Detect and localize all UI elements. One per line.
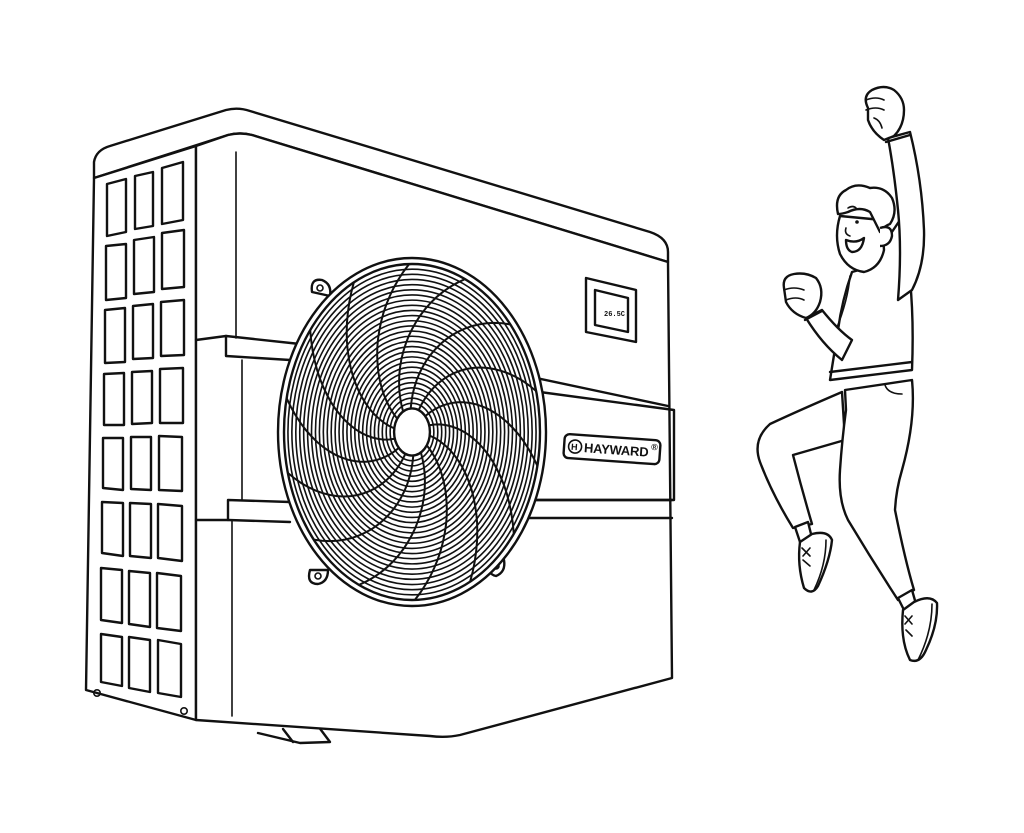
- lower-arm: [804, 308, 854, 362]
- lower-fist: [782, 272, 823, 320]
- hair: [835, 184, 896, 234]
- control-display: 26.5C: [584, 276, 638, 344]
- raised-fist: [864, 85, 906, 142]
- left-shoe: [793, 520, 834, 593]
- side-grille: [93, 160, 189, 715]
- eye: [855, 220, 859, 224]
- screw-icon: [180, 706, 189, 715]
- unit-middle-band: [194, 334, 676, 524]
- head: [835, 184, 896, 274]
- left-leg: [756, 390, 847, 530]
- raised-arm: [886, 130, 926, 302]
- display-reading: 26.5C: [604, 311, 625, 319]
- brand-name: HAYWARD: [584, 440, 649, 459]
- fan-hub: [392, 407, 432, 457]
- heat-pump-unit: 26.5C H HAYWARD ®: [84, 107, 676, 745]
- fan-guard: [276, 256, 548, 608]
- screw-icon: [93, 688, 102, 697]
- brand-badge: H HAYWARD ®: [562, 432, 662, 466]
- svg-text:H: H: [571, 442, 578, 452]
- hayward-logo-icon: [567, 439, 583, 454]
- smile: [844, 236, 866, 254]
- right-shoe: [896, 588, 939, 663]
- cheering-man: [756, 85, 939, 663]
- svg-text:®: ®: [651, 442, 659, 452]
- right-leg: [838, 378, 916, 602]
